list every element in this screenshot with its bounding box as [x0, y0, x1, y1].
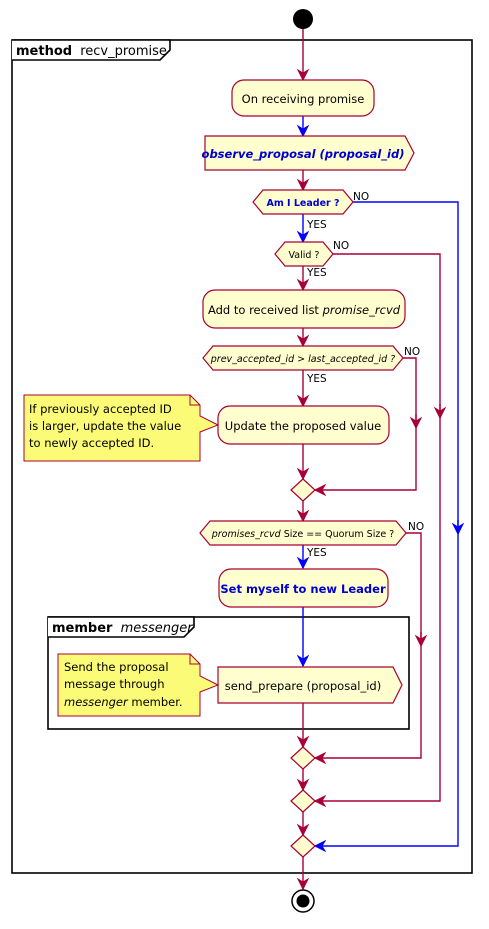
merge-diamond-2: [290, 746, 316, 770]
label-valid-no: NO: [333, 240, 349, 252]
edge-promises-no: [313, 532, 422, 765]
label-leader-no: NO: [353, 191, 369, 203]
promises-rcvd-var: promises_rcvd: [211, 529, 282, 540]
promise-rcvd-var: promise_rcvd: [322, 303, 401, 317]
note-update-value: If previously accepted ID is larger, upd…: [23, 394, 220, 462]
label-prev-no: NO: [404, 346, 420, 358]
activity-on-receiving-label: On receiving promise: [242, 92, 365, 106]
activity-update-value: Update the proposed value: [217, 405, 390, 445]
start-node: [293, 9, 313, 29]
decision-am-i-leader-label: Am I Leader ?: [266, 198, 339, 209]
member-frame: member messenger: [47, 616, 410, 730]
activity-send-prepare-label: send_prepare (proposal_id): [225, 679, 381, 693]
activity-update-value-label: Update the proposed value: [225, 419, 381, 433]
activity-add-received-label: Add to received list: [208, 303, 323, 317]
merge-diamond-1: [290, 478, 316, 502]
label-quorum-no: NO: [408, 521, 424, 533]
note-update-line1: If previously accepted ID: [29, 402, 172, 416]
note-update-line3: to newly accepted ID.: [29, 436, 154, 450]
decision-valid-label: Valid ?: [289, 250, 320, 261]
member-name: messenger: [121, 621, 195, 636]
activity-add-received: Add to received list promise_rcvd: [202, 289, 406, 329]
merge-diamond-4: [290, 834, 316, 858]
merge-diamond-3: [290, 789, 316, 813]
svg-text:method recv_promise: method recv_promise: [16, 44, 167, 59]
edge-valid-no: [313, 253, 441, 808]
decision-prev-accepted-label: prev_accepted_id > last_accepted_id ?: [210, 354, 395, 365]
decision-quorum-size: promises_rcvd Size == Quorum Size ?: [199, 520, 407, 546]
end-node: [291, 889, 315, 913]
label-quorum-yes: YES: [306, 547, 327, 559]
activity-observe-proposal: observe_proposal (proposal_id): [202, 135, 415, 171]
activity-observe-proposal-label: observe_proposal (proposal_id): [202, 147, 405, 162]
svg-text:Add to received list promise_r: Add to received list promise_rcvd: [208, 303, 401, 317]
decision-valid: Valid ?: [274, 241, 334, 267]
activity-send-prepare: send_prepare (proposal_id): [217, 666, 403, 704]
note-send-messenger-var: messenger: [64, 695, 129, 709]
svg-text:member messenger: member messenger: [52, 621, 194, 636]
decision-quorum-size-label: Size == Quorum Size ?: [281, 529, 395, 540]
activity-on-receiving: On receiving promise: [231, 79, 375, 117]
label-leader-yes: YES: [306, 219, 327, 231]
label-valid-yes: YES: [306, 267, 327, 279]
decision-prev-accepted: prev_accepted_id > last_accepted_id ?: [202, 345, 404, 371]
note-send-prepare: Send the proposal message through messen…: [57, 653, 220, 717]
method-name: recv_promise: [80, 44, 167, 59]
member-keyword: member: [52, 621, 113, 636]
note-send-line3: member.: [128, 695, 183, 709]
svg-text:messenger member.: messenger member.: [64, 695, 183, 709]
svg-text:promises_rcvd Size == Quorum S: promises_rcvd Size == Quorum Size ?: [211, 529, 394, 540]
label-prev-yes: YES: [306, 373, 327, 385]
decision-am-i-leader: Am I Leader ?: [252, 189, 354, 215]
note-update-line2: is larger, update the value: [29, 419, 181, 433]
method-keyword: method: [16, 44, 72, 59]
note-send-line1: Send the proposal: [64, 660, 169, 674]
activity-set-leader-label: Set myself to new Leader: [220, 582, 386, 596]
activity-set-leader: Set myself to new Leader: [218, 568, 389, 608]
note-send-line2: message through: [64, 677, 165, 691]
method-frame: method recv_promise: [11, 39, 473, 874]
